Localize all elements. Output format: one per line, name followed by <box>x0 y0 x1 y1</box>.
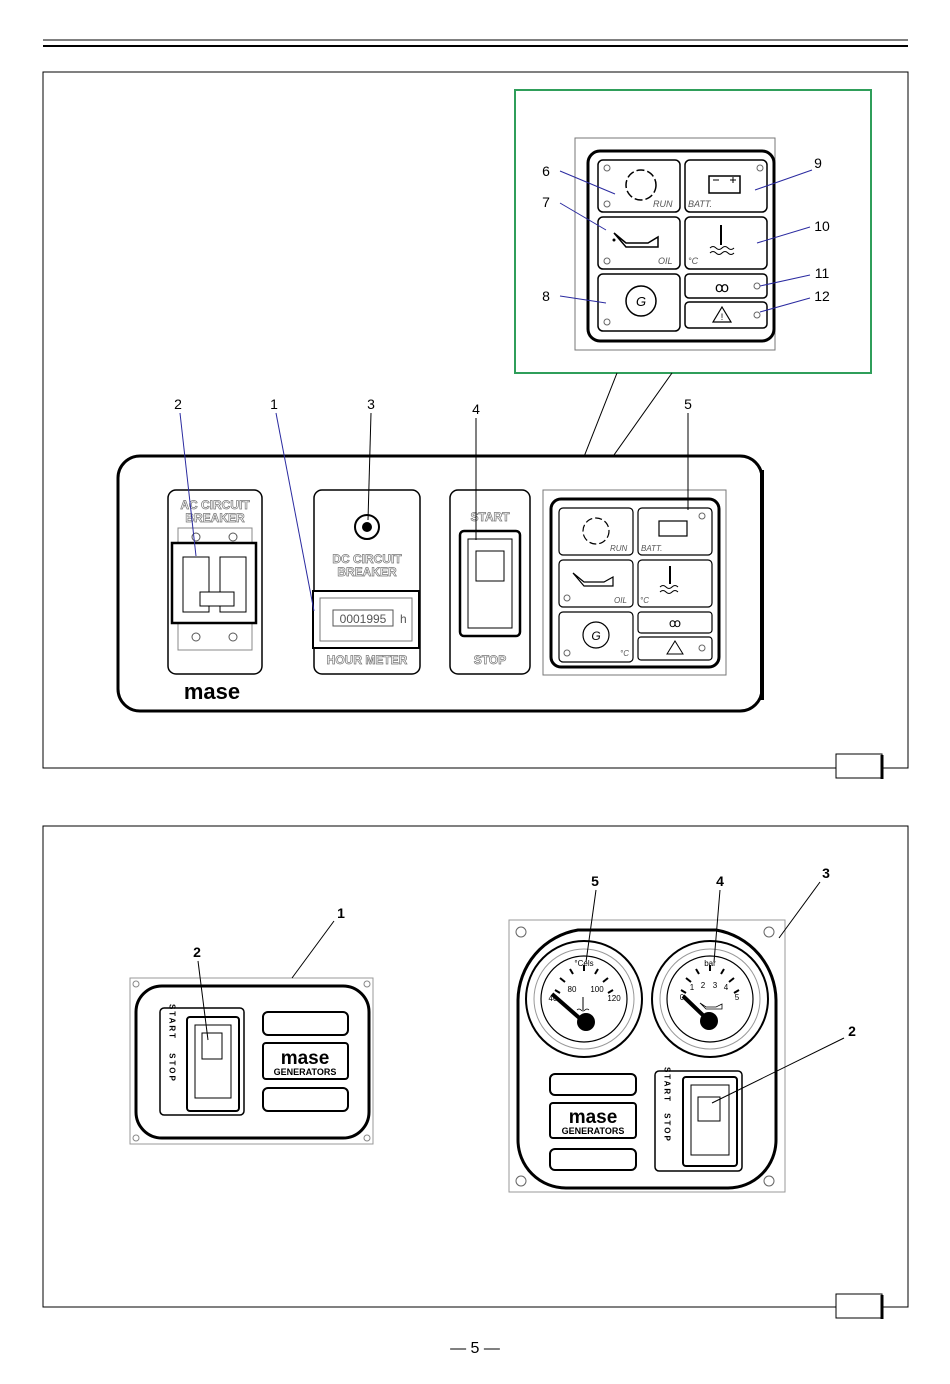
svg-text:8: 8 <box>542 288 550 304</box>
run-label: RUN <box>653 199 673 209</box>
svg-text:3: 3 <box>367 396 375 412</box>
svg-text:120: 120 <box>607 994 621 1003</box>
svg-text:100: 100 <box>590 985 604 994</box>
gauge-panel: °Cels 40 80 100 120 bar 0 1 2 3 4 5 mase <box>509 920 785 1192</box>
batt-label: BATT. <box>688 199 712 209</box>
svg-text:5: 5 <box>735 993 740 1002</box>
oil-label: OIL <box>658 256 673 266</box>
hour-meter-label: HOUR METER <box>327 653 408 667</box>
svg-text:10: 10 <box>814 218 830 234</box>
svg-text:GENERATORS: GENERATORS <box>562 1126 625 1136</box>
svg-text:1: 1 <box>270 396 278 412</box>
svg-text:2: 2 <box>193 944 201 960</box>
svg-text:mase: mase <box>281 1048 330 1069</box>
hour-meter-value: 0001995 <box>340 612 387 626</box>
svg-text:12: 12 <box>814 288 830 304</box>
svg-text:6: 6 <box>542 163 550 179</box>
svg-text:1: 1 <box>690 983 695 992</box>
vertical-stop-label: STOP <box>168 1053 177 1083</box>
vertical-start-label: START <box>168 1004 177 1040</box>
figure1-number-tab <box>836 754 882 778</box>
svg-text:1: 1 <box>337 905 345 921</box>
svg-text:4: 4 <box>716 873 724 889</box>
svg-text:11: 11 <box>815 265 830 281</box>
svg-text:2: 2 <box>174 396 182 412</box>
svg-text:2: 2 <box>701 981 706 990</box>
warning-lamp <box>685 302 767 328</box>
hour-meter-unit: h <box>400 612 407 626</box>
mase-logo: mase <box>184 679 240 704</box>
figure2-number-tab <box>836 1294 882 1318</box>
svg-text:BATT.: BATT. <box>641 544 662 553</box>
svg-text:RUN: RUN <box>610 544 628 553</box>
svg-text:STOP: STOP <box>663 1113 672 1143</box>
svg-text:4: 4 <box>724 983 729 992</box>
svg-text:7: 7 <box>542 194 550 210</box>
dc-breaker-label: DC CIRCUIT <box>332 552 402 566</box>
svg-text:5: 5 <box>591 873 599 889</box>
svg-text:3: 3 <box>822 865 830 881</box>
svg-text:BREAKER: BREAKER <box>185 511 245 525</box>
page-number: — 5 — <box>0 1340 950 1358</box>
svg-text:°C: °C <box>620 649 629 658</box>
control-panel: AC CIRCUIT BREAKER mase DC CIRCUIT BREAK… <box>118 456 762 711</box>
svg-text:OIL: OIL <box>614 596 627 605</box>
indicator-panel-enlarged: RUN BATT. OIL °C G ꝏ ! <box>575 138 775 350</box>
svg-text:mase: mase <box>569 1107 618 1128</box>
svg-text:9: 9 <box>814 155 822 171</box>
stop-label: STOP <box>474 653 506 667</box>
temp-gauge-unit: °Cels <box>574 959 593 968</box>
svg-text:ꝏ: ꝏ <box>669 616 681 630</box>
svg-text:°C: °C <box>640 596 649 605</box>
svg-text:80: 80 <box>568 985 577 994</box>
svg-text:BREAKER: BREAKER <box>337 565 397 579</box>
svg-text:4: 4 <box>472 401 480 417</box>
svg-text:START: START <box>663 1067 672 1103</box>
svg-text:3: 3 <box>713 981 718 990</box>
svg-text:G: G <box>636 294 646 309</box>
svg-text:2: 2 <box>848 1023 856 1039</box>
svg-text:!: ! <box>721 312 724 322</box>
glow-plug-icon: ꝏ <box>715 279 729 295</box>
small-start-panel: START STOP mase GENERATORS <box>130 978 373 1144</box>
temp-celsius-label: °C <box>688 256 699 266</box>
svg-text:5: 5 <box>684 396 692 412</box>
svg-text:G: G <box>591 629 600 643</box>
svg-text:GENERATORS: GENERATORS <box>274 1067 337 1077</box>
